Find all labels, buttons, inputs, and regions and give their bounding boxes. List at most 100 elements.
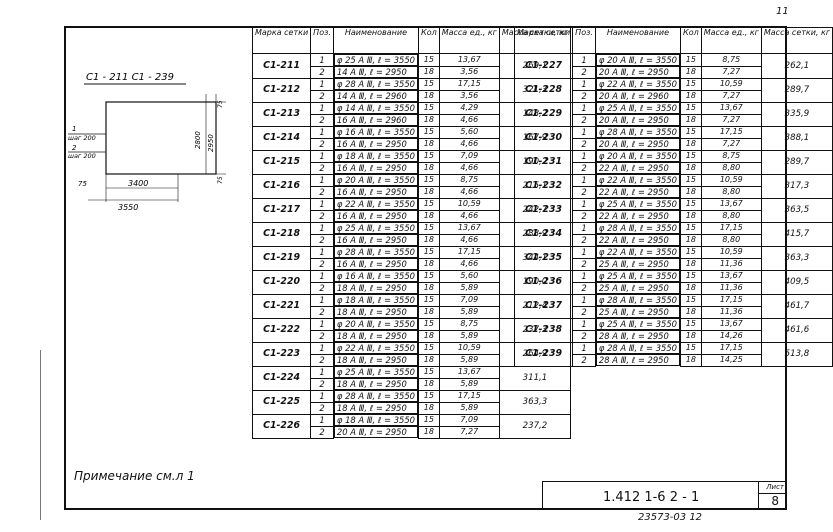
pos-cell: 2 — [572, 329, 596, 343]
qty-cell: 15 — [680, 125, 702, 139]
qty-cell: 18 — [418, 233, 440, 247]
mass-cell: 5,89 — [438, 401, 500, 415]
name-cell: φ 25 А Ⅲ, ℓ = 3550 — [595, 102, 681, 114]
name-cell: φ 22 А Ⅲ, ℓ = 3550 — [595, 246, 681, 258]
pos-cell: 1 — [572, 197, 596, 211]
mark-cell: С1-222 — [251, 317, 312, 343]
pos-cell: 2 — [310, 233, 334, 247]
mass-cell: 4,66 — [438, 137, 500, 151]
svg-text:75: 75 — [78, 180, 87, 188]
mass-cell: 5,89 — [438, 281, 500, 295]
pos-cell: 1 — [310, 365, 334, 379]
total-mass-cell: 363,3 — [760, 245, 833, 271]
qty-cell: 15 — [680, 293, 702, 307]
mark-cell: С1-231 — [513, 149, 574, 175]
qty-cell: 18 — [680, 137, 702, 151]
pos-cell: 2 — [572, 209, 596, 223]
name-cell: 22 А Ⅲ, ℓ = 2950 — [595, 210, 681, 222]
name-cell: 14 А Ⅲ, ℓ = 2950 — [333, 66, 419, 78]
sheet-label: Лист — [766, 483, 784, 491]
name-cell: 28 А Ⅲ, ℓ = 2950 — [595, 354, 681, 366]
name-cell: φ 22 А Ⅲ, ℓ = 3550 — [595, 78, 681, 90]
qty-cell: 18 — [418, 137, 440, 151]
mark-cell: С1-233 — [513, 197, 574, 223]
qty-cell: 15 — [680, 245, 702, 259]
svg-text:75: 75 — [217, 100, 224, 108]
name-cell: φ 28 А Ⅲ, ℓ = 3550 — [595, 126, 681, 138]
name-cell: φ 20 А Ⅲ, ℓ = 3550 — [595, 150, 681, 162]
qty-cell: 15 — [418, 125, 440, 139]
qty-cell: 15 — [680, 317, 702, 331]
pos-cell: 1 — [310, 77, 334, 91]
mass-cell: 3,56 — [438, 65, 500, 79]
mass-cell: 11,36 — [700, 257, 762, 271]
binding-strip — [40, 350, 61, 520]
pos-cell: 1 — [310, 389, 334, 403]
mass-cell: 14,25 — [700, 353, 762, 367]
qty-cell: 15 — [680, 221, 702, 235]
qty-cell: 18 — [680, 305, 702, 319]
mesh-sketch: С1 - 211 С1 - 239 1 шаг 200 2 шаг 200 28… — [68, 72, 226, 212]
pos-cell: 2 — [572, 65, 596, 79]
qty-cell: 18 — [418, 401, 440, 415]
svg-text:75: 75 — [217, 176, 224, 184]
qty-cell: 15 — [418, 269, 440, 283]
mark-cell: С1-211 — [251, 53, 312, 79]
qty-cell: 15 — [680, 149, 702, 163]
footnote: Примечание см.л 1 — [74, 469, 195, 483]
qty-cell: 18 — [418, 89, 440, 103]
pos-cell: 2 — [572, 353, 596, 367]
name-cell: 28 А Ⅲ, ℓ = 2950 — [595, 330, 681, 342]
mass-cell: 13,67 — [438, 221, 500, 235]
total-mass-cell: 237,2 — [498, 413, 572, 439]
qty-cell: 18 — [680, 329, 702, 343]
name-cell: φ 28 А Ⅲ, ℓ = 3550 — [333, 246, 419, 258]
name-cell: 25 А Ⅲ, ℓ = 2950 — [595, 306, 681, 318]
name-cell: 25 А Ⅲ, ℓ = 2950 — [595, 258, 681, 270]
pos-cell: 2 — [572, 257, 596, 271]
total-mass-cell: 262,1 — [760, 53, 833, 79]
total-mass-cell: 409,5 — [760, 269, 833, 295]
qty-cell: 15 — [418, 77, 440, 91]
mass-cell: 4,66 — [438, 161, 500, 175]
total-mass-cell: 363,5 — [760, 197, 833, 223]
pos-cell: 2 — [310, 161, 334, 175]
qty-cell: 15 — [418, 101, 440, 115]
name-cell: φ 28 А Ⅲ, ℓ = 3550 — [595, 222, 681, 234]
mass-cell: 11,36 — [700, 281, 762, 295]
qty-cell: 18 — [418, 329, 440, 343]
qty-cell: 15 — [418, 389, 440, 403]
sheet-number: 8 — [771, 494, 779, 508]
mark-cell: С1-229 — [513, 101, 574, 127]
mass-cell: 10,59 — [438, 341, 500, 355]
pos-cell: 1 — [310, 221, 334, 235]
mark-cell: С1-232 — [513, 173, 574, 199]
pos-cell: 1 — [572, 53, 596, 67]
name-cell: 16 А Ⅲ, ℓ = 2950 — [333, 210, 419, 222]
mark-cell: С1-219 — [251, 245, 312, 271]
svg-text:2950: 2950 — [207, 134, 215, 152]
pos-cell: 1 — [572, 293, 596, 307]
qty-cell: 18 — [680, 209, 702, 223]
qty-cell: 18 — [680, 185, 702, 199]
mass-cell: 8,75 — [700, 149, 762, 163]
qty-cell: 18 — [418, 425, 440, 439]
pos-cell: 1 — [310, 245, 334, 259]
pos-cell: 1 — [310, 149, 334, 163]
mass-cell: 8,80 — [700, 161, 762, 175]
mass-cell: 11,36 — [700, 305, 762, 319]
mark-cell: С1-226 — [251, 413, 312, 439]
qty-cell: 18 — [680, 161, 702, 175]
pos-cell: 2 — [310, 89, 334, 103]
